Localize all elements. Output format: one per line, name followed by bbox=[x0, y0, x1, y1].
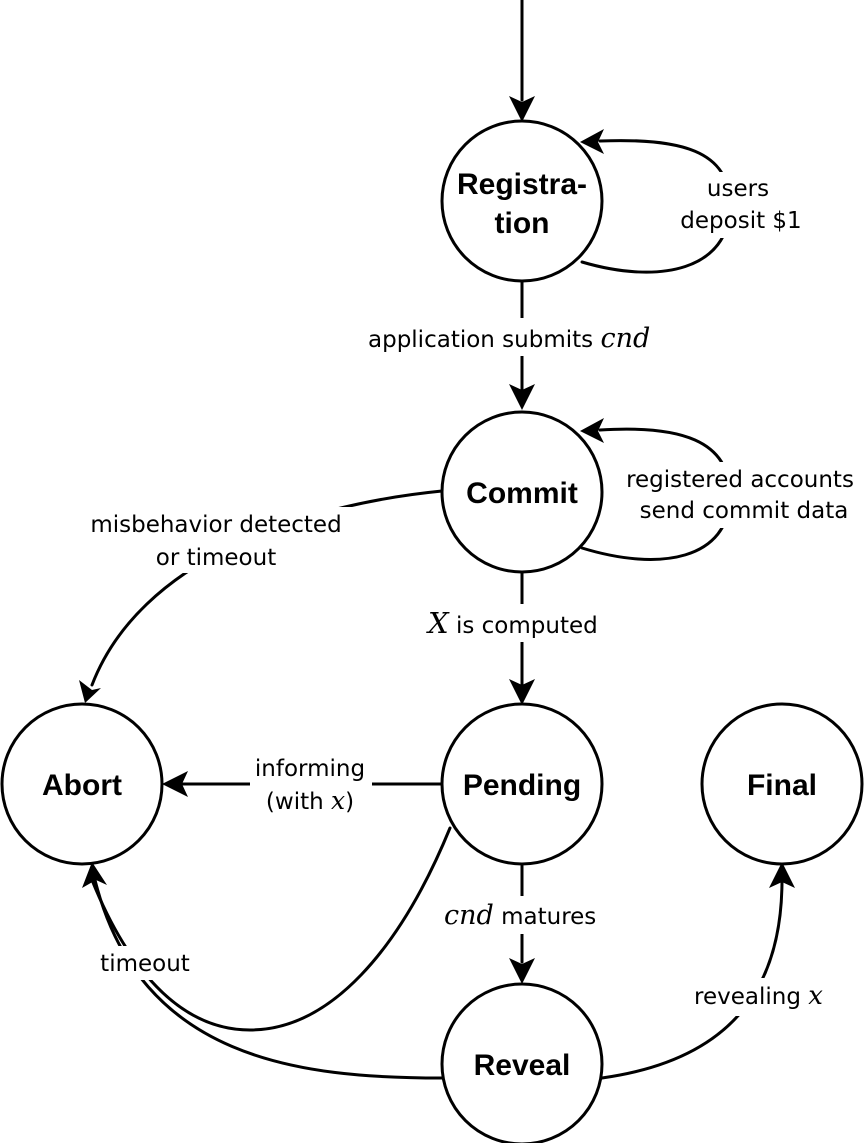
pending-to-reveal-label: cnd matures bbox=[444, 900, 596, 931]
pending-to-abort-line2-math: x bbox=[331, 786, 345, 815]
state-pending: Pending bbox=[440, 702, 604, 866]
reveal-label: Reveal bbox=[474, 1049, 571, 1082]
pending-label: Pending bbox=[463, 769, 581, 802]
final-label: Final bbox=[747, 769, 817, 802]
pending-to-reveal-text: matures bbox=[494, 904, 597, 930]
pending-to-abort-label-line2: (with x) bbox=[266, 786, 354, 815]
commit-to-pending-math: X bbox=[426, 606, 450, 640]
pending-to-reveal-math: cnd bbox=[444, 900, 494, 931]
state-final: Final bbox=[700, 702, 864, 866]
pending-to-abort-line2-end: ) bbox=[345, 789, 354, 815]
reveal-to-final-math: x bbox=[808, 981, 823, 1011]
abort-label: Abort bbox=[42, 769, 122, 802]
state-abort: Abort bbox=[0, 702, 164, 866]
edge-pending-curve-to-abort bbox=[90, 826, 452, 1032]
commit-self-label-line1: registered accounts bbox=[626, 467, 854, 493]
registration-self-label-line1: users bbox=[707, 176, 769, 202]
pending-to-abort-label-line1: informing bbox=[255, 756, 365, 782]
registration-to-commit-math: cnd bbox=[600, 323, 650, 354]
commit-label: Commit bbox=[466, 477, 578, 510]
registration-label-line2: tion bbox=[495, 207, 550, 240]
commit-to-pending-label: X is computed bbox=[426, 606, 598, 640]
edge-reveal-to-abort bbox=[82, 862, 444, 1080]
registration-self-label-line2: deposit $1 bbox=[680, 208, 801, 234]
reveal-to-final-label: revealing x bbox=[694, 981, 823, 1011]
reveal-to-final-text: revealing bbox=[694, 984, 808, 1010]
reveal-to-abort-label: timeout bbox=[100, 951, 190, 977]
state-registration: Registra- tion bbox=[440, 119, 604, 283]
commit-to-pending-text: is computed bbox=[449, 613, 598, 639]
edge-reveal-to-final bbox=[600, 862, 795, 1080]
state-commit: Commit bbox=[440, 410, 604, 574]
commit-self-label-line2: send commit data bbox=[640, 498, 849, 524]
pending-to-abort-line2-text: (with bbox=[266, 789, 331, 815]
registration-label-line1: Registra- bbox=[457, 168, 587, 201]
commit-to-abort-label-line2: or timeout bbox=[156, 545, 276, 571]
entry-arrow bbox=[509, 0, 535, 122]
registration-to-commit-text: application submits bbox=[368, 327, 600, 353]
commit-to-abort-label-line1: misbehavior detected bbox=[90, 512, 341, 538]
registration-to-commit-label: application submits cnd bbox=[368, 323, 650, 354]
state-reveal: Reveal bbox=[440, 982, 604, 1143]
